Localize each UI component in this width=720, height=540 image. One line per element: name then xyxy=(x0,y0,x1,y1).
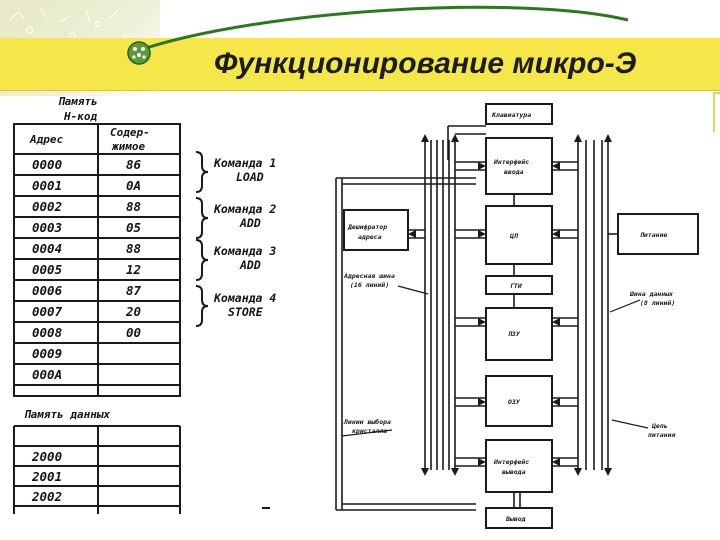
input-interface-block xyxy=(485,137,553,195)
command-op: STORE xyxy=(228,305,264,319)
rom-block xyxy=(485,307,553,361)
cpu-label: ЦП xyxy=(509,232,519,240)
data-memory-title: Память данных xyxy=(24,408,110,421)
row-value: 12 xyxy=(126,262,141,277)
row-value: 00 xyxy=(126,325,141,340)
address-bus-label: Адресная шина xyxy=(343,272,395,280)
row-value: 87 xyxy=(126,283,142,298)
clock-label: ГТИ xyxy=(510,282,522,290)
data-memory-table: Память данных 2000 2001 2002 xyxy=(13,408,270,514)
address-decoder-label: адреса xyxy=(358,233,382,241)
row-value: 20 xyxy=(125,304,141,319)
memory-title-line1: Память xyxy=(58,95,98,108)
row-address: 0009 xyxy=(32,346,62,361)
input-interface-label: ввода xyxy=(504,168,524,176)
header-contents-line2: жимое xyxy=(111,140,145,153)
slide-edge xyxy=(713,92,720,132)
block-diagram: Клавиатура Интерфейс ввода Дешифратор ад… xyxy=(335,103,699,529)
row-address: 0002 xyxy=(32,199,62,214)
row-value: 88 xyxy=(126,199,141,214)
output-label: Вывод xyxy=(505,515,526,523)
row-value: 88 xyxy=(126,241,141,256)
row-address: 000A xyxy=(32,367,62,382)
slide-title: Функционирование микро-Э xyxy=(214,47,637,80)
row-address: 0003 xyxy=(32,220,62,235)
row-address: 0008 xyxy=(32,325,62,340)
address-bus-label: (16 линий) xyxy=(350,281,389,289)
row-address: 0007 xyxy=(32,304,63,319)
row-value: 0A xyxy=(126,178,141,193)
data-row-address: 2000 xyxy=(31,449,62,464)
command-op: ADD xyxy=(239,258,261,272)
command-name: Команда 2 xyxy=(213,202,276,216)
keyboard-block xyxy=(485,103,553,125)
output-interface-label: Интерфейс xyxy=(493,458,529,466)
ram-label: ОЗУ xyxy=(508,398,521,406)
output-interface-label: вывода xyxy=(502,468,526,476)
output-block xyxy=(485,507,553,529)
command-braces: Команда 1 LOAD Команда 2 ADD Команда 3 A… xyxy=(195,151,276,327)
input-interface-label: Интерфейс xyxy=(493,158,529,166)
memory-title-line2: Н-код xyxy=(63,110,97,123)
power-block xyxy=(617,213,699,255)
data-row-address: 2001 xyxy=(31,469,62,484)
power-label: Питание xyxy=(640,231,667,239)
command-name: Команда 4 xyxy=(213,291,276,305)
clock-block xyxy=(485,275,553,295)
data-bus-label: Шина данных xyxy=(629,290,673,298)
address-decoder-block xyxy=(343,209,409,251)
data-bus-label: (8 линий) xyxy=(640,299,675,307)
row-address: 0005 xyxy=(32,262,63,277)
command-name: Команда 3 xyxy=(213,244,276,258)
row-address: 0001 xyxy=(32,178,62,193)
output-interface-block xyxy=(485,439,553,493)
chip-select-label: Линии выбора xyxy=(343,418,391,426)
data-row-address: 2002 xyxy=(31,489,62,504)
rom-label: ПЗУ xyxy=(508,330,521,338)
row-address: 0006 xyxy=(32,283,63,298)
cpu-block xyxy=(485,205,553,265)
ram-block xyxy=(485,375,553,427)
power-circuit-label: питания xyxy=(648,431,675,439)
row-value: 05 xyxy=(126,220,142,235)
command-op: LOAD xyxy=(236,170,264,184)
power-circuit-label: Цепь xyxy=(651,422,668,430)
command-op: ADD xyxy=(239,216,261,230)
header-address: Адрес xyxy=(29,133,63,146)
program-memory-table: Память Н-код Адрес Содер- жимое 0000 86 … xyxy=(13,95,181,397)
row-value: 86 xyxy=(126,157,142,172)
command-name: Команда 1 xyxy=(213,156,276,170)
row-address: 0000 xyxy=(32,157,62,172)
keyboard-label: Клавиатура xyxy=(491,111,531,119)
address-decoder-label: Дешифратор xyxy=(347,223,387,231)
header-contents-line1: Содер- xyxy=(110,126,150,139)
row-address: 0004 xyxy=(32,241,62,256)
chip-select-label: кристалла xyxy=(352,427,387,435)
